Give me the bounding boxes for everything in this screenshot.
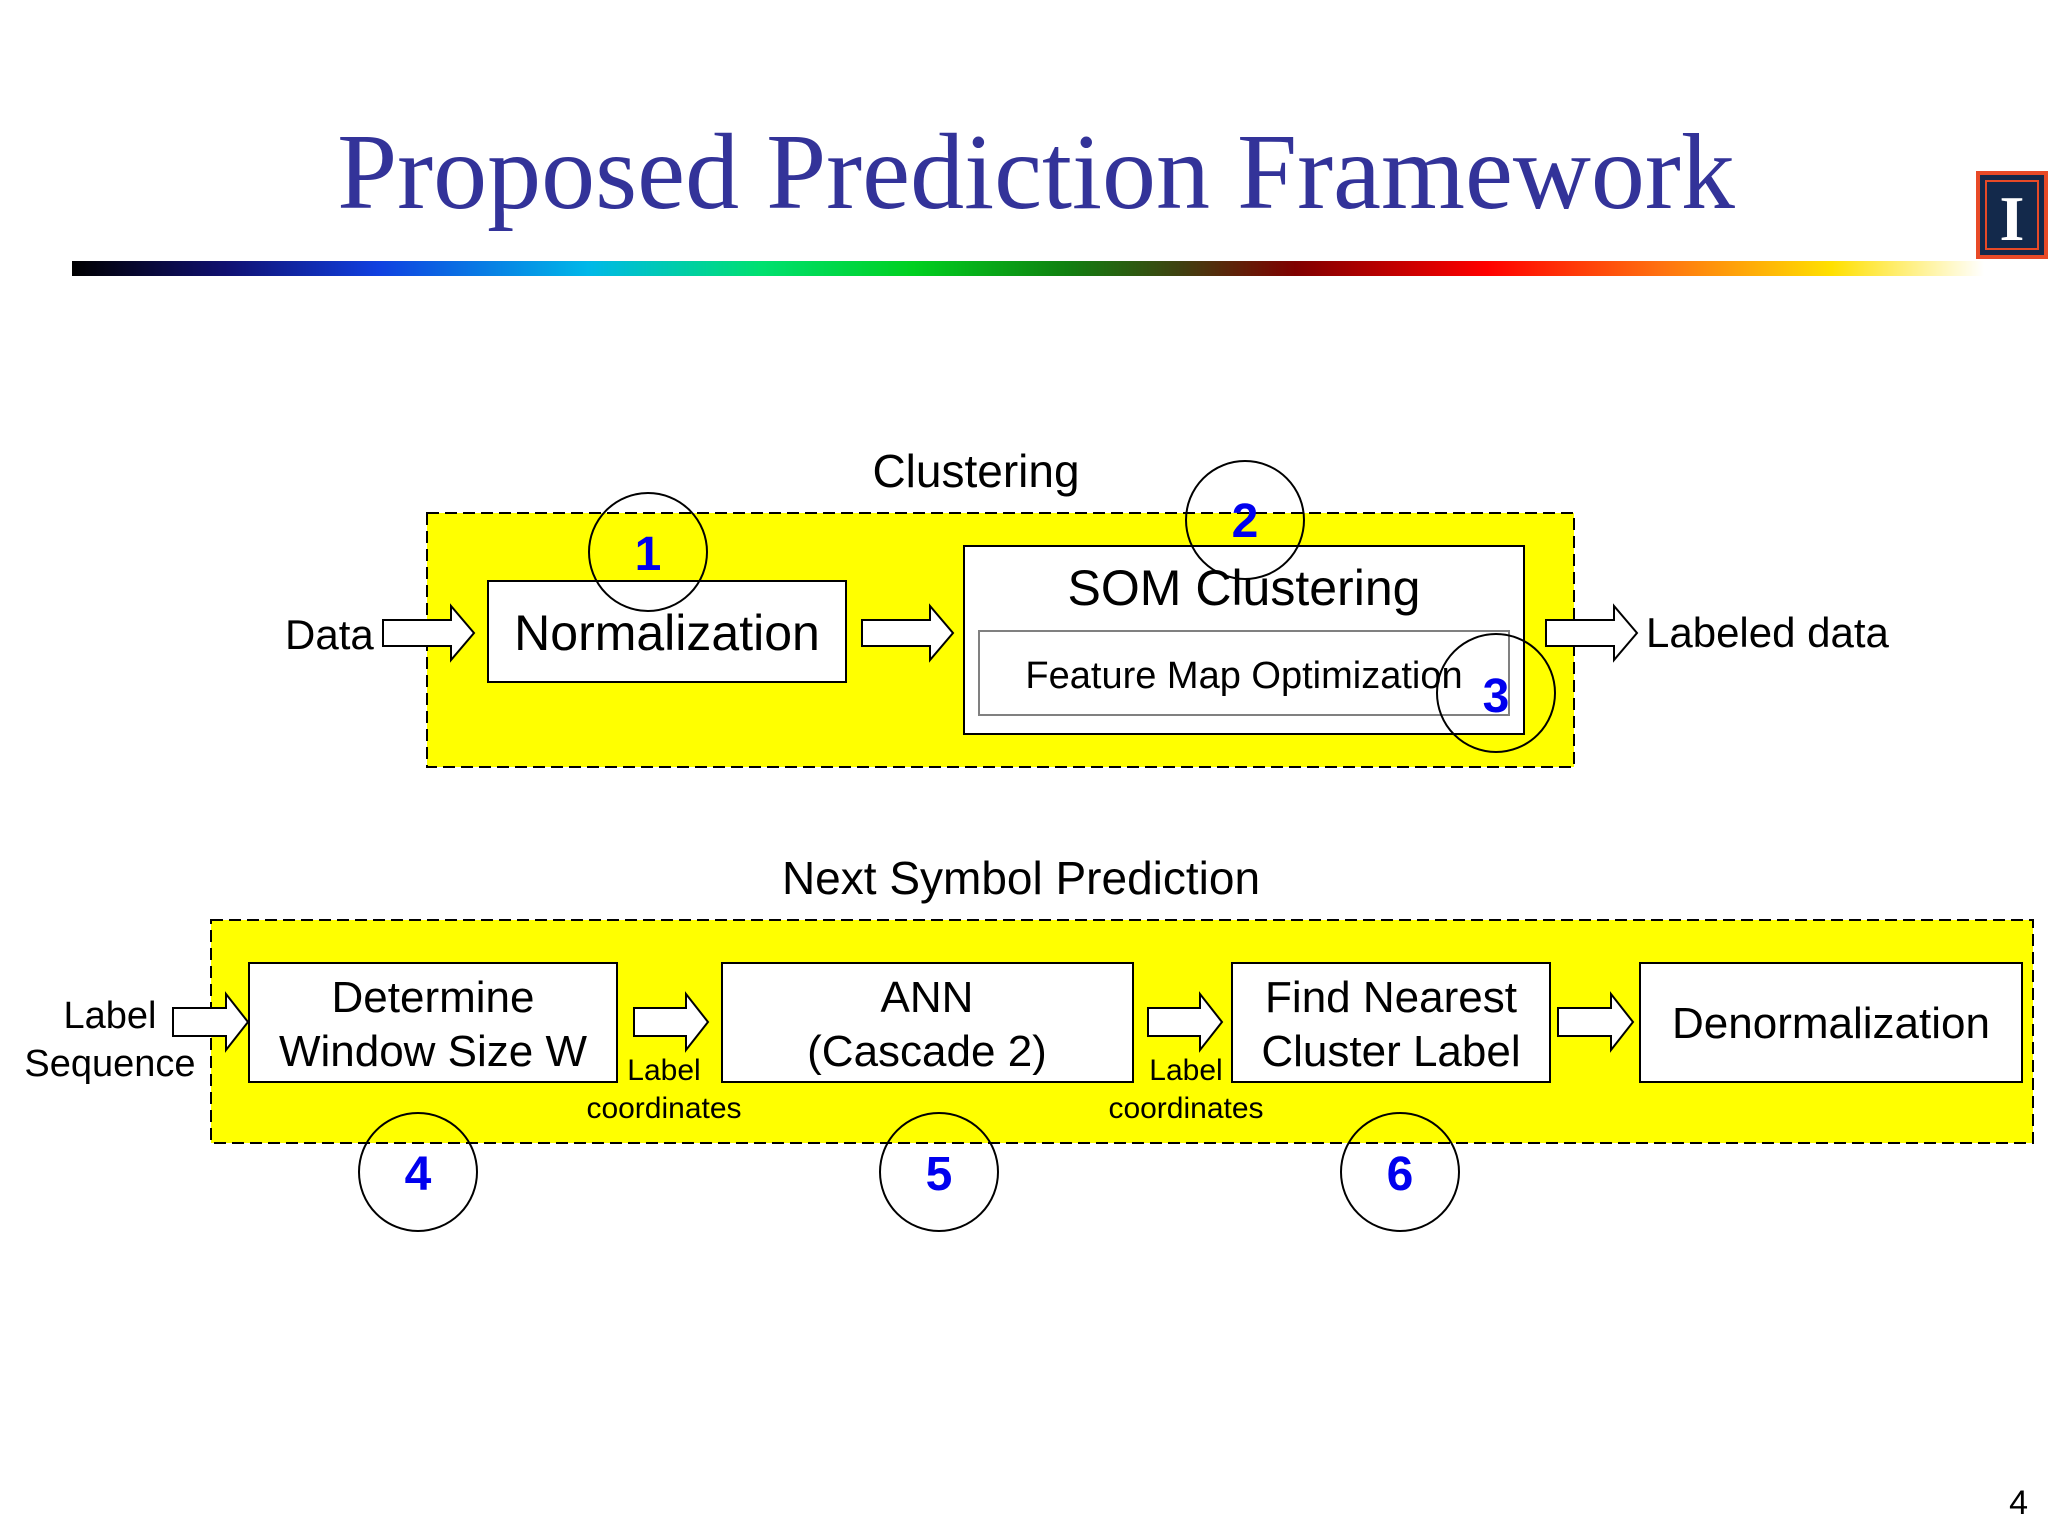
- nearest-cluster-line2: Cluster Label: [1261, 1027, 1520, 1076]
- arrow-nearest-to-denormalization: [1557, 991, 1635, 1053]
- prediction-group-label: Next Symbol Prediction: [782, 852, 1260, 904]
- step-number-4: 4: [405, 1148, 432, 1201]
- denormalization-box: [1639, 962, 2023, 1083]
- normalization-label: Normalization: [514, 605, 820, 661]
- denormalization-label: Denormalization: [1672, 999, 1990, 1048]
- connector-1-line2: coordinates: [586, 1092, 741, 1125]
- arrow-window-to-ann: [633, 991, 710, 1053]
- normalization-box: [487, 580, 847, 683]
- feature-map-box: [978, 630, 1510, 716]
- step-number-5: 5: [926, 1148, 953, 1201]
- step-marker-5: 5: [879, 1112, 999, 1232]
- step-number-3: 3: [1483, 670, 1510, 723]
- connector-1-line1: Label: [627, 1054, 700, 1087]
- title-divider: [72, 261, 1984, 276]
- arrow-data-to-normalization: [382, 603, 476, 663]
- connector-2-line2: coordinates: [1108, 1092, 1263, 1125]
- data-input-label: Data: [285, 611, 374, 658]
- university-logo: I: [1976, 171, 2048, 259]
- arrow-sequence-to-window: [172, 991, 250, 1053]
- step-marker-6: 6: [1340, 1112, 1460, 1232]
- slide-title: Proposed Prediction Framework: [337, 113, 1735, 232]
- arrow-ann-to-nearest: [1147, 991, 1224, 1053]
- step-marker-3: 3: [1436, 633, 1556, 753]
- logo-inner-frame: [1985, 180, 2039, 250]
- connector-2-line1: Label: [1149, 1054, 1222, 1087]
- ann-line1: ANN: [881, 973, 974, 1022]
- label-sequence-line1: Label: [64, 995, 157, 1037]
- ann-line2: (Cascade 2): [807, 1027, 1047, 1076]
- step-number-2: 2: [1232, 495, 1259, 548]
- clustering-group-label: Clustering: [872, 445, 1079, 497]
- page-number: 4: [2009, 1484, 2028, 1522]
- nearest-cluster-box: [1231, 962, 1551, 1083]
- feature-map-label: Feature Map Optimization: [1025, 655, 1462, 697]
- nearest-cluster-line1: Find Nearest: [1265, 973, 1517, 1022]
- step-circle-3: [1436, 633, 1556, 753]
- arrow-som-to-output: [1545, 603, 1639, 663]
- logo-frame: [1976, 171, 2048, 259]
- university-i-logo-icon: I: [2000, 183, 2025, 254]
- step-circle-6: [1340, 1112, 1460, 1232]
- window-size-line2: Window Size W: [279, 1027, 588, 1076]
- window-size-line1: Determine: [332, 973, 535, 1022]
- step-marker-1: 1: [588, 492, 708, 612]
- step-number-1: 1: [635, 528, 662, 581]
- step-number-6: 6: [1387, 1148, 1414, 1201]
- step-circle-4: [358, 1112, 478, 1232]
- step-marker-2: 2: [1185, 460, 1305, 580]
- ann-box: [721, 962, 1134, 1083]
- step-marker-4: 4: [358, 1112, 478, 1232]
- label-sequence-line2: Sequence: [24, 1043, 195, 1085]
- step-circle-5: [879, 1112, 999, 1232]
- step-circle-1: [588, 492, 708, 612]
- arrow-normalization-to-som: [861, 603, 955, 663]
- labeled-data-label: Labeled data: [1646, 609, 1890, 656]
- step-circle-2: [1185, 460, 1305, 580]
- som-clustering-label: SOM Clustering: [1068, 560, 1421, 616]
- window-size-box: [248, 962, 618, 1083]
